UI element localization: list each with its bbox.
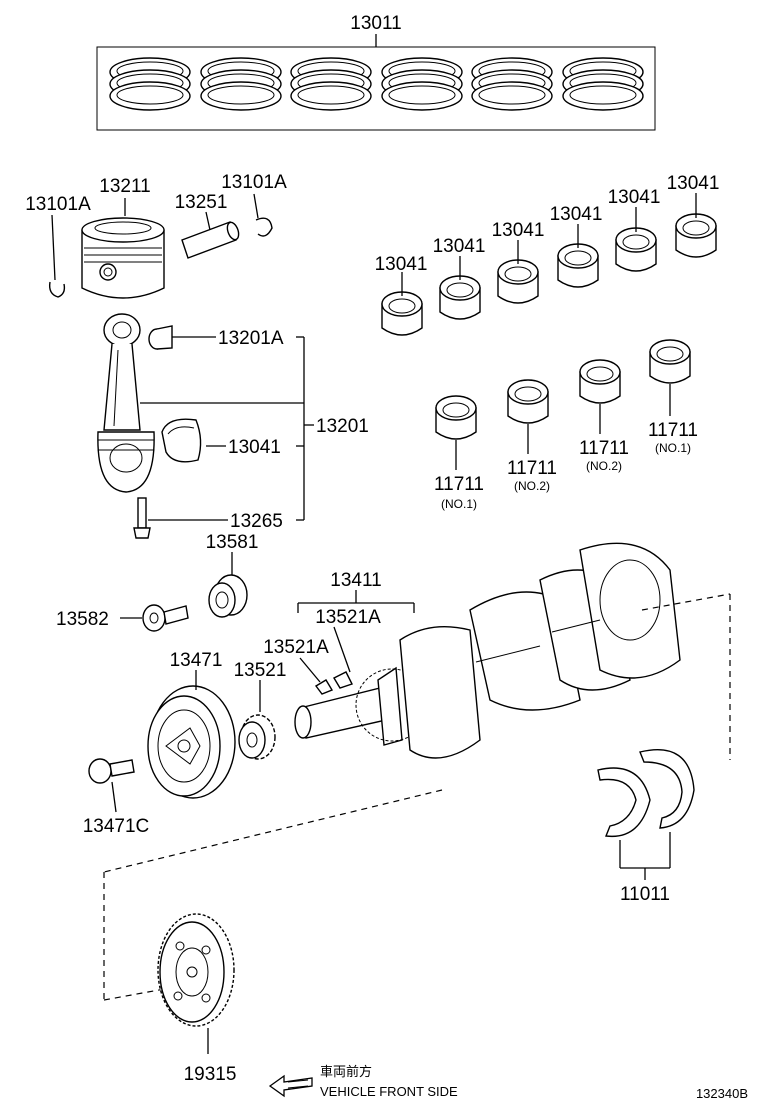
piston-ring-set — [96, 34, 656, 131]
direction-label-en: VEHICLE FRONT SIDE — [320, 1084, 458, 1099]
small-end-bushing-icon — [148, 325, 216, 350]
bearing-shell-icon — [507, 379, 549, 454]
bearing-shell-icon — [439, 256, 481, 320]
label-11011: 11011 — [620, 884, 670, 905]
sublabel-no2-a: (NO.2) — [514, 479, 550, 493]
piston-pin-icon — [181, 211, 240, 259]
crank-timing-gear-icon — [238, 680, 276, 760]
label-13041-2: 13041 — [433, 236, 486, 257]
connecting-rod-icon — [97, 313, 155, 493]
label-13411: 13411 — [330, 570, 381, 591]
bearing-shell-icon — [435, 395, 477, 470]
label-13041-4: 13041 — [550, 204, 603, 225]
label-11711-c: 11711 — [579, 438, 629, 459]
bearing-shell-icon — [579, 359, 621, 434]
label-11711-a: 11711 — [434, 474, 484, 495]
crankshaft-icon — [294, 542, 681, 759]
label-11711-d: 11711 — [648, 420, 698, 441]
piston-icon — [81, 198, 165, 299]
label-13265: 13265 — [230, 511, 283, 532]
label-13101a-left: 13101A — [25, 194, 91, 215]
piston-ring-icon — [562, 57, 644, 111]
label-13251: 13251 — [175, 192, 228, 213]
label-13521a-a: 13521A — [315, 607, 381, 628]
flywheel-bolt-icon — [120, 604, 189, 632]
label-19315: 19315 — [184, 1064, 237, 1085]
snap-ring-left-icon — [48, 214, 66, 298]
piston-ring-icon — [471, 57, 553, 111]
crank-key-icon — [299, 626, 353, 695]
label-13521a-b: 13521A — [263, 637, 329, 658]
piston-ring-icon — [200, 57, 282, 111]
bearing-shell-icon — [675, 193, 717, 258]
sublabel-no1-b: (NO.1) — [655, 441, 691, 455]
assembly-outline — [103, 593, 731, 1001]
timing-sprocket-icon — [157, 913, 235, 1054]
label-13521: 13521 — [234, 660, 287, 681]
piston-ring-icon — [290, 57, 372, 111]
label-13201a: 13201A — [218, 328, 284, 349]
label-13471c: 13471C — [83, 816, 150, 837]
label-13041-5: 13041 — [608, 187, 661, 208]
vehicle-front-arrow-icon — [268, 1074, 313, 1098]
rod-bearing-icon — [161, 418, 226, 463]
label-13471: 13471 — [170, 650, 223, 671]
bearing-shell-icon — [497, 240, 539, 304]
pulley-bolt-icon — [88, 758, 135, 813]
bearing-shell-icon — [381, 272, 423, 336]
label-13011: 13011 — [350, 13, 401, 34]
label-13041-rod: 13041 — [228, 437, 281, 458]
sublabel-no2-b: (NO.2) — [586, 459, 622, 473]
thrust-washer-icon — [597, 748, 695, 880]
rod-bolt-icon — [133, 497, 228, 539]
crank-pulley-icon — [147, 670, 236, 799]
sublabel-no1-a: (NO.1) — [441, 497, 477, 511]
main-bearing-set — [435, 339, 691, 470]
label-13041-6: 13041 — [667, 173, 720, 194]
label-11711-b: 11711 — [507, 458, 557, 479]
label-13582: 13582 — [56, 609, 109, 630]
pilot-bushing-icon — [208, 552, 248, 618]
label-13101a-right: 13101A — [221, 172, 287, 193]
bearing-shell-icon — [615, 207, 657, 272]
piston-ring-icon — [381, 57, 463, 111]
label-13581: 13581 — [206, 532, 259, 553]
figure-code: 132340B — [696, 1086, 748, 1101]
crank-bearing-set — [381, 193, 717, 336]
label-13201: 13201 — [316, 416, 369, 437]
label-13041-1: 13041 — [375, 254, 428, 275]
label-13211: 13211 — [99, 176, 150, 197]
piston-ring-icon — [109, 57, 191, 111]
rod-assembly-bracket — [140, 336, 314, 521]
bearing-shell-icon — [649, 339, 691, 416]
direction-label-jp: 車両前方 — [320, 1064, 372, 1079]
bearing-shell-icon — [557, 224, 599, 288]
snap-ring-right-icon — [253, 193, 273, 237]
label-13041-3: 13041 — [492, 220, 545, 241]
